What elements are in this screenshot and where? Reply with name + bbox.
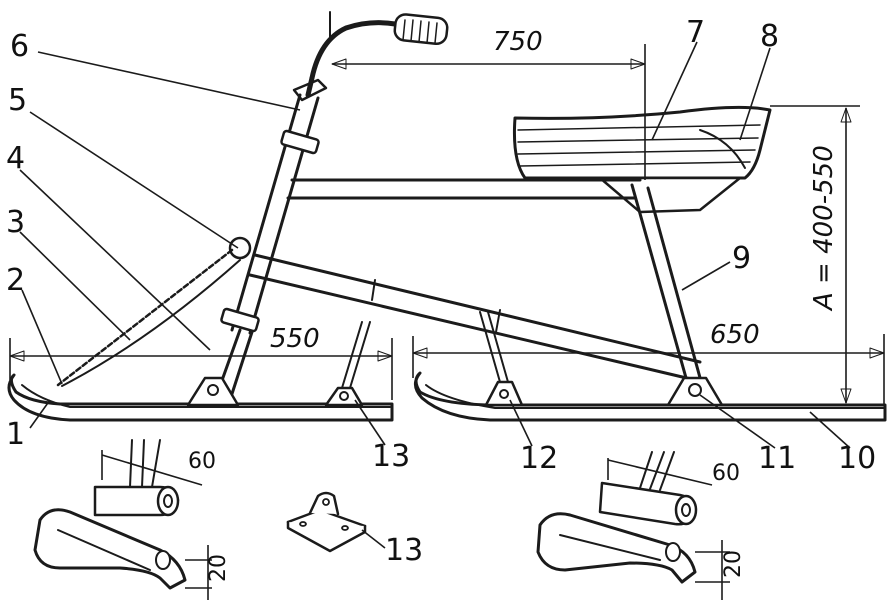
part-label-7: 7 xyxy=(686,15,705,50)
part-label-10: 10 xyxy=(838,441,876,476)
rear-ski xyxy=(414,371,887,422)
dim-handle-reach: 750 xyxy=(493,27,543,57)
frame xyxy=(228,178,704,387)
part-label-12: 12 xyxy=(520,441,558,476)
front-ski xyxy=(7,373,394,422)
dim-rear-ski: 650 xyxy=(710,320,760,350)
leader-lines xyxy=(19,41,851,449)
part-label-8: 8 xyxy=(760,19,779,54)
part-label-6: 6 xyxy=(10,29,29,64)
dim-bracket-2-length: 60 xyxy=(712,461,740,486)
seat xyxy=(513,105,772,214)
dim-bracket-1-length: 60 xyxy=(188,449,216,474)
dim-bracket-2-height: 20 xyxy=(721,550,746,578)
part-label-2: 2 xyxy=(6,263,25,298)
detail-bracket-left xyxy=(33,439,212,600)
dimension-lines xyxy=(9,44,885,404)
part-label-13-detail: 13 xyxy=(385,533,423,568)
part-label-3: 3 xyxy=(6,205,25,240)
dim-bracket-1-height: 20 xyxy=(206,554,231,582)
part-label-9: 9 xyxy=(732,241,751,276)
part-label-1: 1 xyxy=(6,417,25,452)
detail-plate-13 xyxy=(286,491,386,553)
steering-chain xyxy=(56,248,241,387)
part-label-13-main: 13 xyxy=(372,439,410,474)
part-label-11: 11 xyxy=(758,441,796,476)
ski-brackets xyxy=(186,311,724,407)
dim-seat-height: A = 400-550 xyxy=(809,145,839,312)
dim-front-ski: 550 xyxy=(270,324,320,354)
detail-bracket-right xyxy=(536,451,730,600)
part-label-4: 4 xyxy=(6,141,25,176)
part-label-5: 5 xyxy=(8,83,27,118)
